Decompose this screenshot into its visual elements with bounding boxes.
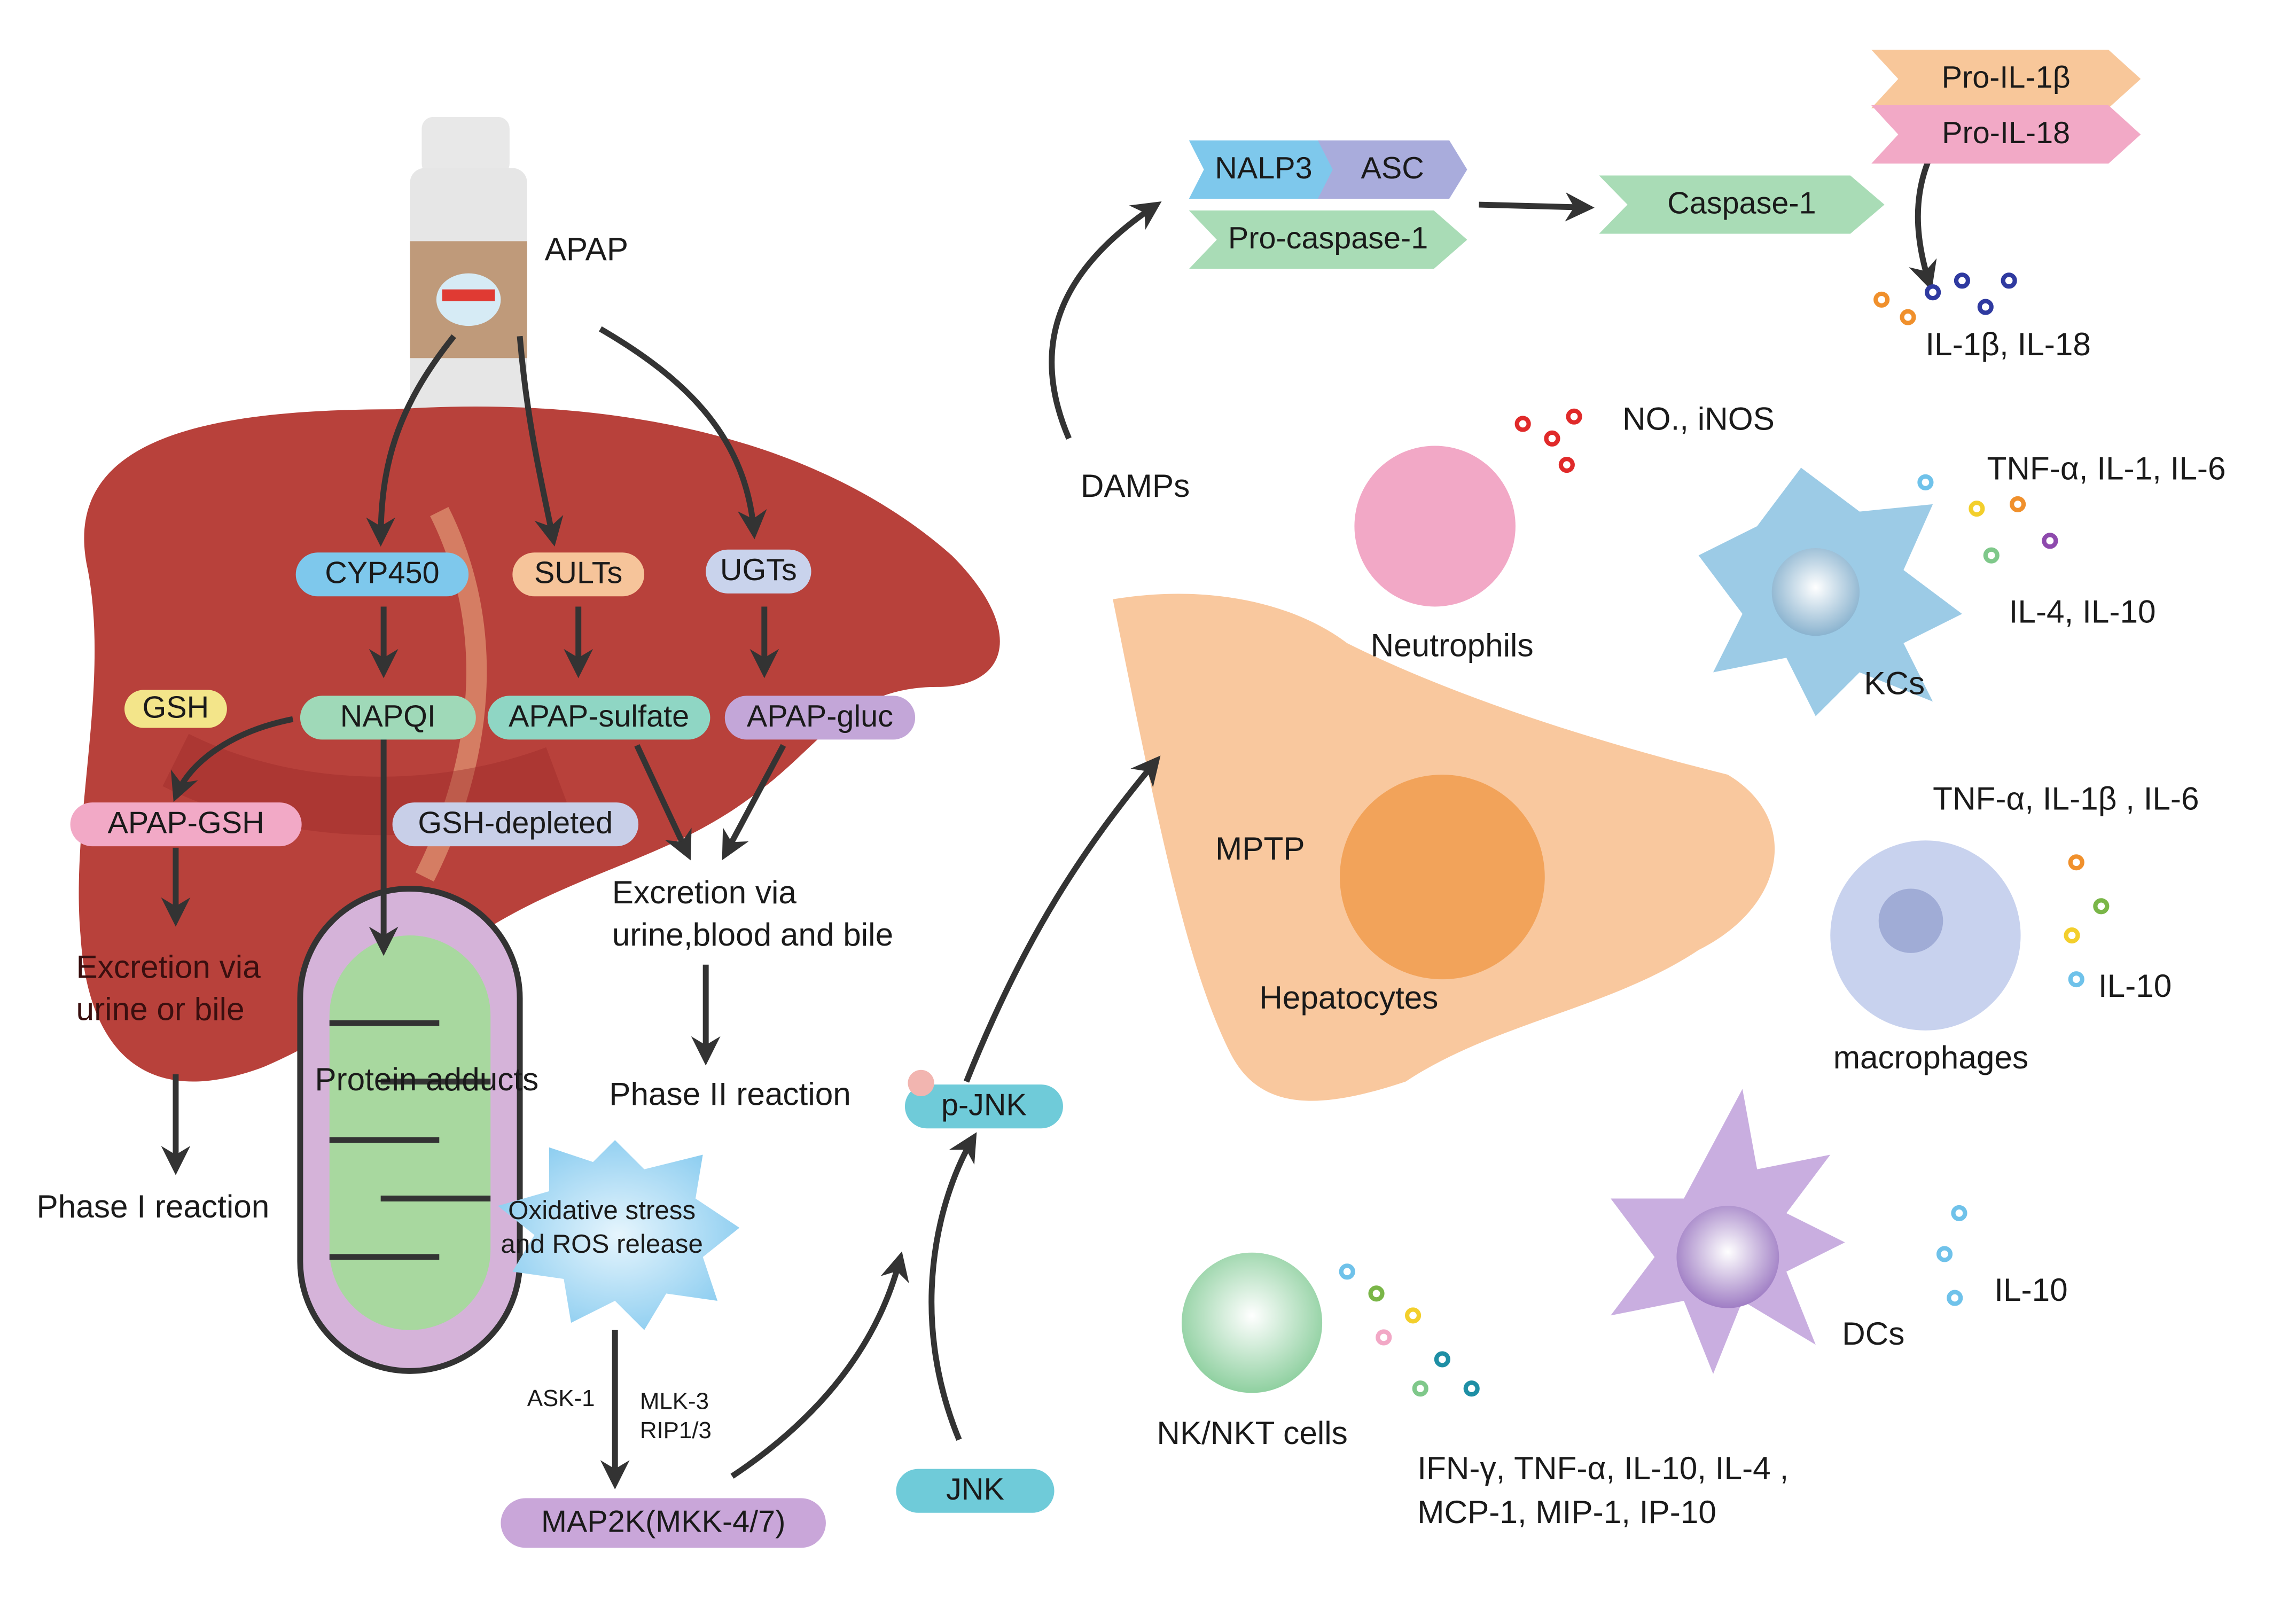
hepatocytes-label: Hepatocytes [1259, 979, 1439, 1016]
nalp3-chevron: NALP3 [1189, 140, 1339, 199]
neutrophil-secretion-label: NO., iNOS [1622, 400, 1775, 438]
pro-il-1b-chevron: Pro-IL-1β [1871, 50, 2141, 108]
apap-sulfate-pill: APAP-sulfate [487, 696, 710, 740]
map2k-pill: MAP2K(MKK-4/7) [501, 1498, 826, 1548]
macrophages-secretion-2-label: IL-10 [2098, 967, 2172, 1004]
kcs-label: KCs [1864, 665, 1925, 702]
excretion-urine-blood-bile-label: Excretion via urine,blood and bile [612, 874, 894, 953]
pro-il-18-chevron: Pro-IL-18 [1871, 105, 2141, 164]
protein-adducts-label: Protein adducts [315, 1061, 539, 1098]
macrophages-label: macrophages [1833, 1039, 2029, 1076]
apap-gsh-pill: APAP-GSH [70, 802, 302, 847]
phase1-reaction-label: Phase I reaction [36, 1188, 270, 1225]
mlk3-rip-label: MLK-3 RIP1/3 [639, 1390, 712, 1445]
napqi-pill: NAPQI [300, 696, 476, 740]
dcs-secretion-label: IL-10 [1994, 1271, 2068, 1308]
kcs-secretion-1-label: TNF-α, IL-1, IL-6 [1987, 450, 2226, 487]
ask1-label: ASK-1 [527, 1387, 595, 1412]
nk-secretion-label: IFN-γ, TNF-α, IL-10, IL-4 , MCP-1, MIP-1… [1417, 1450, 1789, 1530]
mitochondrion-illustration [297, 886, 523, 1374]
excretion-urine-bile-label: Excretion via urine or bile [76, 948, 261, 1027]
neutrophil-cell-icon [1354, 446, 1516, 607]
cyp450-pill: CYP450 [295, 552, 469, 597]
kcs-secretion-2-label: IL-4, IL-10 [2009, 593, 2156, 630]
p-jnk-pill: p-JNK [904, 1084, 1063, 1129]
il-1b-il-18-label: IL-1β, IL-18 [1925, 326, 2091, 363]
mptp-label: MPTP [1215, 830, 1305, 867]
pro-caspase-1-chevron: Pro-caspase-1 [1189, 210, 1467, 269]
ros-burst-icon [497, 1140, 740, 1330]
apap-gluc-pill: APAP-gluc [724, 696, 916, 740]
caspase-1-chevron: Caspase-1 [1599, 175, 1885, 234]
ros-release-label: Oxidative stress and ROS release [501, 1196, 703, 1259]
jnk-pill: JNK [896, 1469, 1055, 1513]
neutrophils-label: Neutrophils [1370, 627, 1534, 664]
nk-cell-icon [1181, 1252, 1323, 1393]
phosphate-icon [908, 1070, 934, 1096]
macrophages-secretion-1-label: TNF-α, IL-1β , IL-6 [1933, 780, 2199, 817]
nk-cells-label: NK/NKT cells [1157, 1415, 1348, 1451]
gsh-pill: GSH [124, 690, 227, 728]
phase2-reaction-label: Phase II reaction [609, 1075, 851, 1113]
asc-chevron: ASC [1317, 140, 1467, 199]
sults-pill: SULTs [512, 552, 645, 597]
damps-label: DAMPs [1080, 467, 1190, 504]
gsh-depleted-pill: GSH-depleted [392, 802, 639, 847]
dcs-label: DCs [1842, 1315, 1905, 1352]
apap-label: APAP [544, 231, 629, 268]
hepatocyte-illustration [1113, 594, 1775, 1101]
ugts-pill: UGTs [706, 549, 811, 594]
pathway-arrows [161, 159, 1937, 1489]
cytokine-dots [1339, 272, 2110, 1397]
